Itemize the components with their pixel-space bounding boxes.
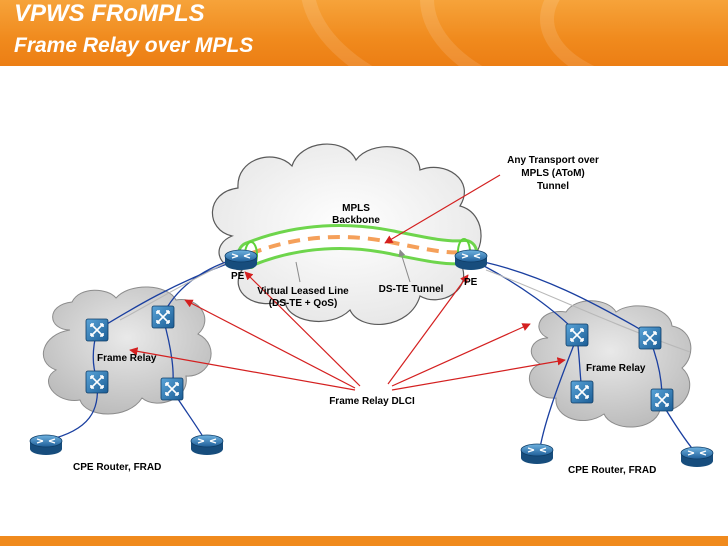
slide-footer-bar <box>0 536 728 546</box>
dlci-arrow-right-2 <box>391 357 566 391</box>
dlci-arrow-left-2 <box>129 347 356 391</box>
cpe-router-left-2 <box>190 434 224 456</box>
slide-subtitle: Frame Relay over MPLS <box>14 34 254 57</box>
dlci-arrow-pe-right <box>387 274 469 385</box>
cpe-right-label: CPE Router, FRAD <box>568 465 656 476</box>
pe-right-label: PE <box>464 277 478 288</box>
fr-switch-right-4 <box>650 388 674 412</box>
dlci-arrow-left-1 <box>184 299 356 389</box>
vll-label-line2: (DS-TE + QoS) <box>269 298 338 309</box>
atom-tunnel-arrow <box>384 174 501 244</box>
pe-router-right <box>454 249 488 271</box>
mpls-label-line2: Backbone <box>332 215 380 226</box>
vll-pointer <box>295 261 301 283</box>
atom-label-line3: Tunnel <box>537 181 569 192</box>
fr-switch-right-1 <box>565 323 589 347</box>
cpe-router-right-1 <box>520 443 554 465</box>
fr-switch-left-4 <box>160 377 184 401</box>
slide-title: VPWS FRoMPLS <box>14 0 205 27</box>
slide-header: VPWS FRoMPLS Frame Relay over MPLS <box>0 0 728 66</box>
fr-switch-right-2 <box>638 326 662 350</box>
atom-label-line1: Any Transport over <box>507 155 599 166</box>
frame-relay-cloud-left <box>43 286 212 415</box>
ds-te-tunnel-label: DS-TE Tunnel <box>379 284 444 295</box>
fr-switch-right-3 <box>570 380 594 404</box>
access-links-left-gray <box>119 261 229 321</box>
frame-relay-left-label: Frame Relay <box>97 353 157 364</box>
cpe-left-label: CPE Router, FRAD <box>73 462 161 473</box>
fr-switch-left-2 <box>85 318 109 342</box>
dlci-arrow-right-1 <box>391 323 531 387</box>
ds-te-tunnel-arrow <box>398 249 411 283</box>
atom-label-line2: MPLS (AToM) <box>521 168 585 179</box>
fr-switch-left-3 <box>85 370 109 394</box>
vll-label-line1: Virtual Leased Line <box>257 286 349 297</box>
cpe-router-right-2 <box>680 446 714 468</box>
frame-relay-right-label: Frame Relay <box>586 363 646 374</box>
pe-router-left <box>224 249 258 271</box>
dlci-arrow-pe-left <box>244 271 361 387</box>
fr-switch-left-1 <box>151 305 175 329</box>
pe-left-label: PE <box>231 271 245 282</box>
mpls-label-line1: MPLS <box>342 203 370 214</box>
red-annotation-arrows <box>129 174 566 391</box>
cpe-router-left-1 <box>29 434 63 456</box>
frame-relay-dlci-label: Frame Relay DLCI <box>329 396 415 407</box>
